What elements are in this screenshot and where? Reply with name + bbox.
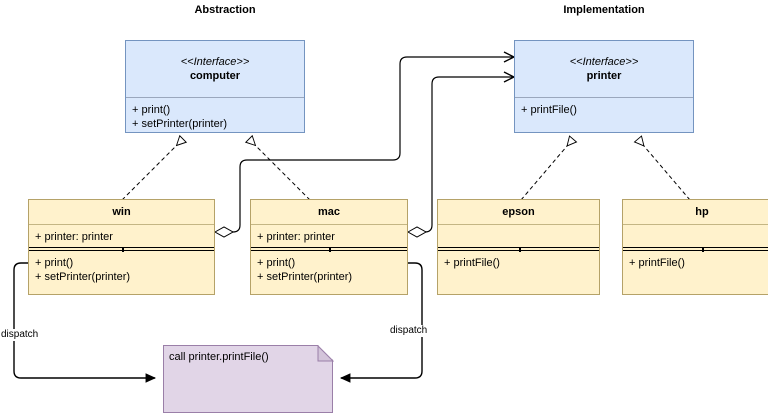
hp-name: hp [695, 206, 709, 218]
note-fold-icon [317, 345, 334, 362]
class-box-mac[interactable]: mac + printer: printer + print() + setPr… [250, 199, 408, 295]
implementation-group-label: Implementation [563, 4, 645, 16]
epson-method-printfile: + printFile() [444, 257, 500, 269]
class-box-win[interactable]: win + printer: printer + print() + setPr… [28, 199, 215, 295]
realization-mac-to-computer [249, 139, 311, 201]
mac-method-setprinter: + setPrinter(printer) [257, 271, 353, 283]
dispatch-label-mac: dispatch [389, 325, 429, 337]
note-call-printfile[interactable]: call printer.printFile() [163, 345, 333, 413]
hp-divider-nub [702, 248, 704, 252]
win-method-setprinter: + setPrinter(printer) [35, 271, 131, 283]
win-name: win [112, 206, 131, 218]
abstraction-group-label: Abstraction [194, 4, 256, 16]
mac-attribute-printer: + printer: printer [257, 231, 335, 243]
printer-method-printfile: + printFile() [521, 104, 577, 116]
realization-win-to-computer [121, 139, 183, 201]
dispatch-label-win: dispatch [0, 329, 40, 341]
aggregation-win-to-printer [224, 57, 513, 233]
computer-method-print: + print() [132, 104, 171, 116]
mac-methods: + print() + setPrinter(printer) [251, 251, 407, 284]
hp-attributes [623, 224, 768, 247]
class-box-epson[interactable]: epson + printFile() [437, 199, 600, 295]
printer-methods: + printFile() [515, 97, 693, 117]
dispatch-win-to-note [13, 262, 157, 383]
computer-stereotype: <<Interface>> [180, 56, 250, 68]
win-attributes: + printer: printer [29, 224, 214, 247]
dispatch-mac-to-note [339, 262, 423, 383]
epson-methods: + printFile() [438, 251, 599, 270]
printer-stereotype: <<Interface>> [569, 56, 639, 68]
win-attribute-printer: + printer: printer [35, 231, 113, 243]
win-compartment-divider [29, 247, 214, 252]
mac-name: mac [317, 206, 341, 218]
aggregation-diamond-win [213, 226, 235, 238]
computer-method-setprinter: + setPrinter(printer) [132, 118, 228, 130]
computer-header: <<Interface>> computer [126, 41, 304, 97]
note-text: call printer.printFile() [169, 351, 269, 363]
computer-name: computer [189, 70, 241, 82]
computer-methods: + print() + setPrinter(printer) [126, 97, 304, 131]
win-header: win [29, 200, 214, 224]
win-methods: + print() + setPrinter(printer) [29, 251, 214, 284]
mac-method-print: + print() [257, 257, 296, 269]
aggregation-diamond-mac [406, 226, 428, 238]
epson-compartment-divider [438, 247, 599, 252]
hp-compartment-divider [623, 247, 768, 252]
epson-attributes [438, 224, 599, 247]
aggregation-mac-to-printer [417, 77, 513, 233]
hp-methods: + printFile() [623, 251, 768, 270]
mac-divider-nub [329, 248, 331, 252]
realization-epson-to-printer [520, 139, 573, 201]
mac-compartment-divider [251, 247, 407, 252]
win-method-print: + print() [35, 257, 74, 269]
epson-name: epson [502, 206, 535, 218]
printer-name: printer [586, 70, 622, 82]
hp-method-printfile: + printFile() [629, 257, 685, 269]
realization-hp-to-printer [638, 139, 691, 201]
epson-header: epson [438, 200, 599, 224]
printer-header: <<Interface>> printer [515, 41, 693, 97]
class-box-computer[interactable]: <<Interface>> computer + print() + setPr… [125, 40, 305, 133]
win-divider-nub [121, 248, 124, 252]
mac-attributes: + printer: printer [251, 224, 407, 247]
class-box-printer[interactable]: <<Interface>> printer + printFile() [514, 40, 694, 133]
class-box-hp[interactable]: hp + printFile() [622, 199, 768, 295]
mac-header: mac [251, 200, 407, 224]
epson-divider-nub [518, 248, 521, 252]
hp-header: hp [623, 200, 768, 224]
